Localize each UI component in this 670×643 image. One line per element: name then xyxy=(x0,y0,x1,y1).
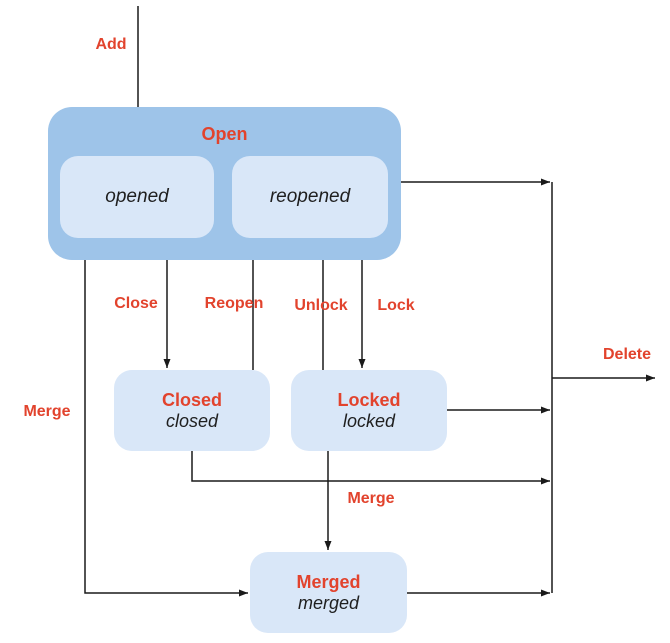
state-locked: Locked locked xyxy=(291,370,447,451)
state-closed: Closed closed xyxy=(114,370,270,451)
state-merged-value: merged xyxy=(297,592,360,613)
arrow-closed-to-bus xyxy=(191,451,550,485)
transition-label-add: Add xyxy=(95,36,127,53)
open-group-label: Open xyxy=(201,124,248,144)
substate-opened-label: opened xyxy=(105,186,169,207)
transition-label-merge-left: Merge xyxy=(23,403,71,420)
substate-reopened-label: reopened xyxy=(269,186,351,207)
transition-label-unlock: Unlock xyxy=(294,297,348,314)
state-locked-title: Locked xyxy=(337,389,401,410)
transition-label-delete: Delete xyxy=(602,346,652,363)
state-closed-title: Closed xyxy=(161,389,222,410)
state-group-open: Open opened reopened xyxy=(48,107,401,260)
transition-label-merge-bottom: Merge xyxy=(347,490,395,507)
substate-reopened: reopened xyxy=(232,156,388,238)
transition-label-close: Close xyxy=(114,295,158,312)
substate-opened: opened xyxy=(60,156,214,238)
state-merged: Merged merged xyxy=(250,552,407,633)
state-merged-title: Merged xyxy=(296,571,361,592)
arrow-merge-from-open xyxy=(84,260,248,597)
transition-label-lock: Lock xyxy=(377,297,415,314)
transition-label-reopen: Reopen xyxy=(204,295,264,312)
state-locked-value: locked xyxy=(342,410,396,431)
state-closed-value: closed xyxy=(165,410,219,431)
